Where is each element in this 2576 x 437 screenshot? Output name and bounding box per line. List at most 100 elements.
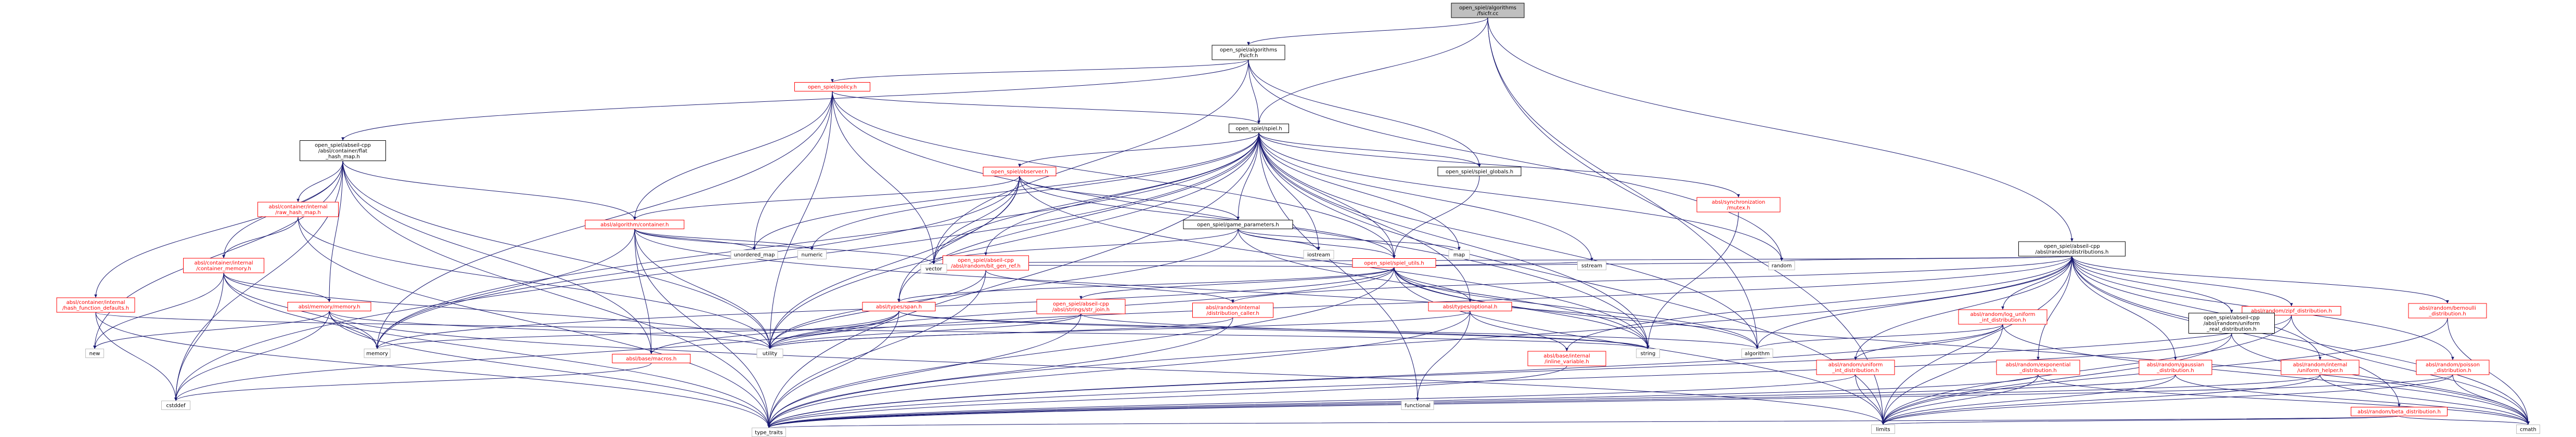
node-uniform-helper[interactable]: absl/random/internal/uniform_helper.h [2281,360,2360,375]
node-sstream: sstream [1577,261,1606,270]
node-str-join[interactable]: open_spiel/abseil-cpp/absl/strings/str_j… [1036,299,1126,314]
node-limits: limits [1871,425,1895,434]
node-inline-variable[interactable]: absl/base/internal/inline_variable.h [1527,351,1606,366]
node-spiel-utils[interactable]: open_spiel/spiel_utils.h [1352,258,1436,268]
node-box [585,220,685,229]
edge-root-to-abseil_dist [1487,17,2073,242]
node-memory: memory [364,349,391,358]
node-algo-container[interactable]: absl/algorithm/container.h [585,220,685,229]
edge-flat_hash_map-to-memory_memory [328,161,343,302]
edge-types_optional-to-type_traits [767,311,1471,428]
edge-uniform_helper-to-cmath [2320,374,2530,425]
edge-algo_container-to-utility [634,229,771,349]
node-label: /container_memory.h [196,266,251,272]
edge-abseil_dist-to-uniform_helper [2071,256,2322,361]
node-bit-gen-ref[interactable]: open_spiel/abseil-cpp/absl/random/bit_ge… [943,255,1029,271]
node-gaussian[interactable]: absl/random/gaussian_distribution.h [2139,360,2212,375]
edge-observer_h-to-spiel_utils [1019,176,1396,259]
node-box [1303,250,1334,259]
node-label: /hash_function_defaults.h [62,306,129,311]
node-sync-mutex[interactable]: absl/synchronization/mutex.h [1696,197,1781,213]
edge-spiel_utils-to-str_join [1079,267,1395,300]
node-box [1036,299,1126,314]
edge-spiel_h-to-iostream [1258,133,1320,250]
node-container-memory[interactable]: absl/container/internal/container_memory… [183,258,264,273]
node-root[interactable]: open_spiel/algorithms/fsicfr.cc [1451,3,1525,18]
edge-policy_h-to-vector [832,91,935,264]
node-box [2188,313,2275,334]
node-box [2018,241,2126,257]
node-label: type_traits [755,430,782,436]
node-box [1401,401,1434,410]
node-exponential[interactable]: absl/random/exponential_distribution.h [1996,360,2080,375]
edge-sync_mutex-to-string [1646,211,1739,349]
node-box [2139,360,2212,375]
edge-algo_container-to-algorithm [634,229,1759,349]
node-policy-h[interactable]: open_spiel/policy.h [794,82,870,91]
node-bernoulli[interactable]: absl/random/bernoulli_distribution.h [2408,303,2487,319]
node-label: memory [366,351,388,357]
edge-abseil_dist-to-cmath [2071,256,2530,425]
edge-gaussian-to-cmath [2175,374,2530,425]
node-label: absl/algorithm/container.h [600,222,668,228]
node-box [56,297,135,313]
node-observer-h[interactable]: open_spiel/observer.h [983,167,1057,176]
node-label: map [1453,253,1465,258]
node-label: open_spiel/algorithms [1220,47,1277,53]
node-types-optional[interactable]: absl/types/optional.h [1428,302,1512,311]
node-label: _int_distribution.h [1979,317,2026,323]
edge-flat_hash_map-to-type_traits [342,161,770,428]
node-label: vector [925,267,943,272]
node-uniform-int[interactable]: absl/random/uniform_int_distribution.h [1816,360,1895,375]
node-flat-hash-map[interactable]: open_spiel/abseil-cpp/absl/container/fla… [300,140,386,161]
edge-log_uniform-to-algorithm [1756,324,2003,349]
node-hash-fn-defaults[interactable]: absl/container/internal/hash_function_de… [56,297,135,313]
node-dist-caller[interactable]: absl/random/internal/distribution_caller… [1192,302,1273,318]
node-label: absl/types/span.h [876,304,922,310]
node-spiel-h[interactable]: open_spiel/spiel.h [1229,124,1289,133]
edge-abseil_dist-to-vector [933,256,2072,264]
edge-policy_h-to-spiel_h [832,91,1260,124]
edge-spiel_h-to-string [1258,133,1650,349]
node-box [2416,360,2490,375]
edge-spiel_h-to-spiel_utils [1258,133,1396,259]
node-label: _distribution.h [2156,368,2194,374]
node-memory-memory[interactable]: absl/memory/memory.h [287,302,371,311]
node-game-params[interactable]: open_spiel/game_parameters.h [1183,220,1293,229]
node-log-uniform[interactable]: absl/random/log_uniform_int_distribution… [1958,309,2047,325]
edge-str_join-to-utility [768,313,1081,349]
node-beta[interactable]: absl/random/beta_distribution.h [2351,407,2448,416]
node-label: /absl/random/distributions.h [2035,249,2108,255]
node-label: open_spiel/observer.h [991,169,1048,175]
edge-zipf-to-type_traits [767,315,2292,428]
node-uniform-real[interactable]: open_spiel/abseil-cpp/absl/random/unifor… [2188,313,2275,334]
edge-game_params-to-string [1238,229,1650,349]
node-box [161,401,190,410]
edge-policy_h-to-spiel_utils [832,91,1396,259]
node-label: /fsicfr.cc [1477,11,1498,17]
edge-spiel_h-to-map [1258,133,1461,250]
node-poisson[interactable]: absl/random/poisson_distribution.h [2416,360,2490,375]
node-new: new [85,349,104,358]
node-spiel-globals[interactable]: open_spiel/spiel_globals.h [1437,167,1522,176]
edge-types_span-to-type_traits [767,311,899,428]
node-base-macros[interactable]: absl/base/macros.h [612,354,691,363]
edge-root-to-limits [1487,17,1885,425]
node-box [983,167,1057,176]
edge-abseil_dist-to-gaussian [2071,256,2177,361]
edge-memory_memory-to-limits [329,311,1885,425]
node-label: absl/container/internal [67,300,125,306]
node-label: _real_distribution.h [2206,327,2256,333]
node-types-span[interactable]: absl/types/span.h [862,302,936,311]
node-fsicfr-h[interactable]: open_spiel/algorithms/fsicfr.h [1212,45,1285,60]
node-label: absl/random/uniform [1828,362,1883,368]
node-abseil-dist[interactable]: open_spiel/abseil-cpp/absl/random/distri… [2018,241,2126,257]
edge-fsicfr_h-to-random [1248,59,1783,261]
edge-types_span-to-base_macros [650,311,899,354]
node-label: /uniform_helper.h [2297,368,2343,374]
node-raw-hash-map[interactable]: absl/container/internal/raw_hash_map.h [257,202,339,217]
edge-inline_variable-to-type_traits [767,365,1567,428]
edge-abseil_dist-to-inline_variable [1565,256,2072,352]
edge-types_span-to-utility [768,311,899,349]
